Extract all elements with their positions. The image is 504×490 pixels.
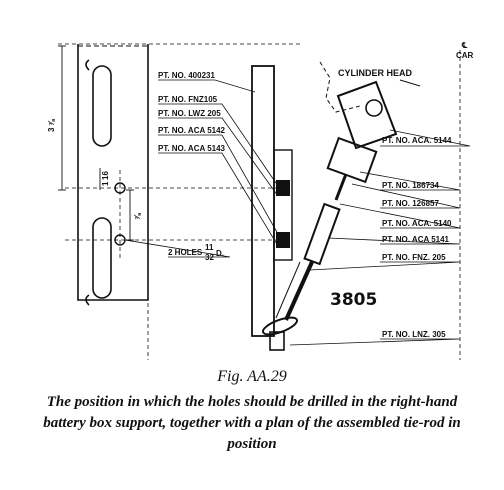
label-holes-dia: D. (216, 249, 224, 258)
centerline-symbol: ℄ (461, 41, 468, 50)
dimension-lines (58, 45, 134, 241)
tie-rod-diagram: PT. NO. 400231 PT. NO. FNZ105 PT. NO. LW… (47, 41, 474, 360)
battery-box-support-plate (77, 44, 149, 301)
label-pt-126857: PT. NO. 126857 (382, 199, 439, 208)
bracket-channel (251, 65, 293, 337)
dim-half-group: ⅞ (133, 212, 142, 220)
figure-number: Fig. AA.29 (217, 368, 287, 385)
label-cylinder-head: CYLINDER HEAD (338, 68, 413, 78)
label-pt-lwz205: PT. NO. LWZ 205 (158, 109, 221, 118)
label-pt-fnz205: PT. NO. FNZ. 205 (382, 253, 446, 262)
label-pt-aca5141: PT. NO. ACA 5141 (382, 235, 450, 244)
dim-11-16: 1 (101, 181, 110, 186)
label-pt-186734: PT. NO. 186734 (382, 181, 439, 190)
dim-11-16-group: 1 16 (101, 171, 110, 186)
caption-text: The position in which the holes should b… (43, 394, 461, 452)
construction-lines (58, 43, 461, 360)
bracket-bolts (276, 180, 290, 248)
label-pt-aca5143: PT. NO. ACA 5143 (158, 144, 226, 153)
plate-slots (85, 59, 112, 306)
label-pt-aca5142: PT. NO. ACA 5142 (158, 126, 226, 135)
figure-caption: Fig. AA.29 The position in which the hol… (0, 368, 504, 455)
label-pt-lnz305: PT. NO. LNZ. 305 (382, 330, 446, 339)
label-pt-400231: PT. NO. 400231 (158, 71, 215, 80)
dim-11-16-frac: 16 (101, 171, 110, 180)
label-car-centerline: CAR (456, 51, 474, 60)
leader-lines (124, 79, 471, 346)
label-pt-fnz105: PT. NO. FNZ105 (158, 95, 218, 104)
label-pt-aca5140: PT. NO. ACA. 5140 (382, 219, 452, 228)
dim-3-8-group: 3 ⅞ (47, 118, 56, 132)
label-holes-frac-den: 32 (205, 253, 214, 262)
label-holes-frac-num: 11 (205, 243, 214, 252)
handwritten-number: 3805 (330, 290, 377, 310)
label-holes: 2 HOLES (168, 248, 203, 257)
tie-rod-assembly (261, 80, 398, 351)
dim-3-8-frac: ⅞ (47, 118, 56, 126)
label-pt-aca5144: PT. NO. ACA. 5144 (382, 136, 452, 145)
cylinder-head-outline (319, 61, 361, 113)
cylinder-head-arrow (399, 79, 421, 87)
dim-half: ⅞ (133, 212, 142, 220)
dim-3-8: 3 (47, 127, 56, 132)
